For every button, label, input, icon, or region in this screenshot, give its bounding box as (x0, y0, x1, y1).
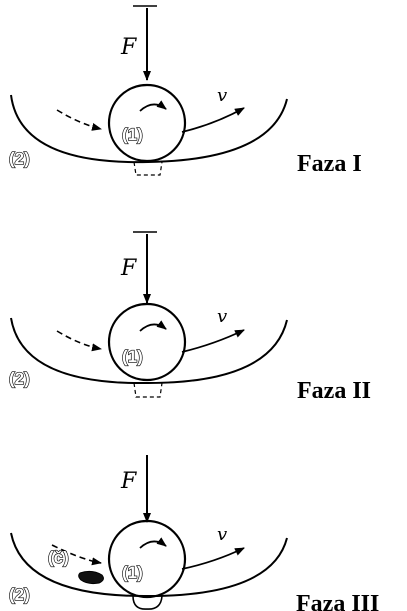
contact-zone-dashed (133, 161, 163, 176)
contact-wear-groove (132, 595, 163, 610)
particle-label: (č) (48, 548, 69, 567)
rotation-arrow (139, 100, 167, 112)
contact-zone-dashed (133, 382, 163, 398)
phase-label: Faza I (297, 151, 362, 177)
rotation-arrow (139, 537, 167, 549)
roller-body (107, 519, 187, 599)
incoming-dashed-arrow (56, 330, 102, 352)
velocity-arrow (181, 547, 245, 570)
velocity-arrow (181, 329, 245, 353)
force-label: F (120, 256, 137, 281)
body-label: (1) (122, 347, 143, 366)
phase-2: F v (1) (2) Faza II (8, 231, 371, 404)
bowl-label: (2) (9, 369, 30, 388)
body-label: (1) (122, 563, 143, 582)
rotation-arrow (139, 320, 167, 332)
phase-label: Faza III (296, 591, 379, 611)
force-label: F (120, 469, 137, 494)
velocity-arrow (181, 107, 245, 133)
phase-label: Faza II (297, 378, 371, 404)
phase-1: F v (1) (2) Faza I (8, 5, 362, 177)
body-label: (1) (122, 125, 143, 144)
roller-body (107, 302, 187, 382)
wear-particle (78, 570, 104, 585)
incoming-dashed-arrow (56, 109, 102, 131)
bowl-label: (2) (9, 585, 30, 604)
bowl-surface (10, 317, 288, 385)
bowl-label: (2) (9, 149, 30, 168)
incoming-dashed-arrow (51, 544, 102, 566)
force-label: F (120, 35, 137, 60)
velocity-label: v (217, 85, 227, 106)
phase-3: F v (č) (1) (2) Faza III (8, 455, 379, 611)
velocity-label: v (217, 306, 227, 327)
velocity-label: v (217, 524, 227, 545)
roller-body (107, 83, 187, 163)
